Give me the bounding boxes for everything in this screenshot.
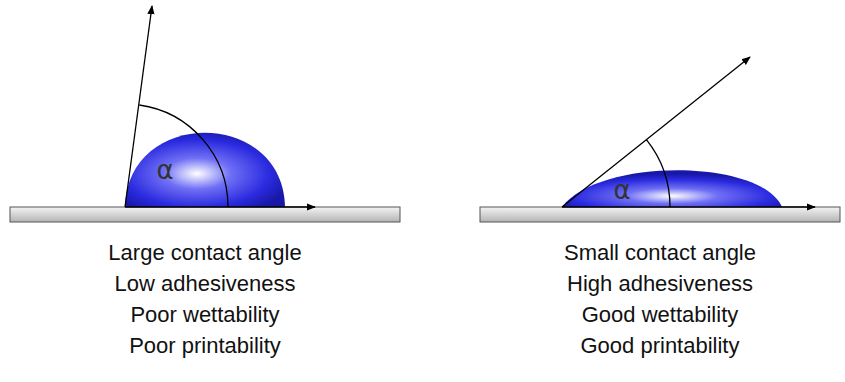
angle-arc <box>646 140 670 207</box>
droplet <box>562 170 782 207</box>
tangent-arrow <box>562 57 750 207</box>
substrate <box>480 207 840 222</box>
surface-arrow <box>562 206 815 207</box>
substrate <box>10 207 400 222</box>
property-label: Good printability <box>581 333 740 359</box>
property-label: High adhesiveness <box>567 271 753 297</box>
property-label: Poor printability <box>129 333 281 359</box>
property-label: Small contact angle <box>564 240 756 266</box>
property-label: Poor wettability <box>130 302 279 328</box>
surface-arrow <box>125 206 315 207</box>
angle-symbol: α <box>613 176 630 204</box>
property-label: Good wettability <box>582 302 739 328</box>
droplet <box>125 133 285 207</box>
property-label: Large contact angle <box>108 240 301 266</box>
property-label: Low adhesiveness <box>114 271 295 297</box>
angle-arc <box>139 105 228 207</box>
angle-symbol: α <box>156 156 173 184</box>
